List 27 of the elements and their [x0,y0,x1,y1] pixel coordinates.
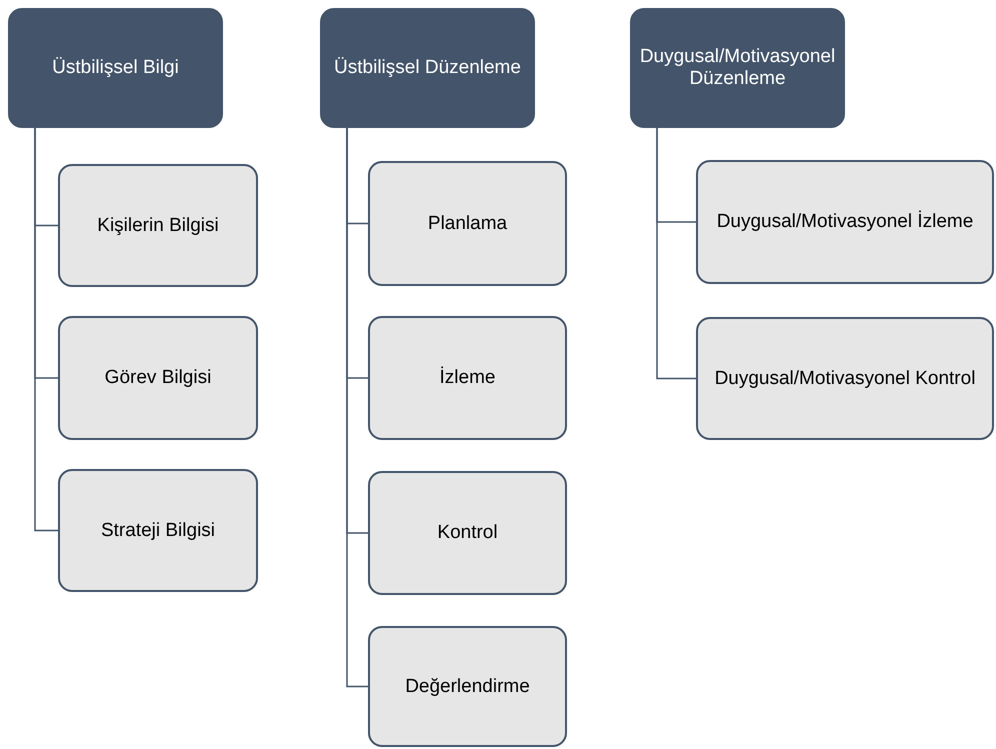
subcategory-box [368,471,567,595]
node-label: Kontrol [437,522,498,544]
category-header-box [320,8,535,128]
node-label: Üstbilişsel Düzenleme [334,57,521,79]
category-header-box [8,8,223,128]
connector-line [346,128,368,688]
node-label: Strateji Bilgisi [100,520,216,542]
connector-line [34,128,58,532]
node-label: Üstbilişsel Bilgi [52,57,179,79]
subcategory-box [368,161,567,286]
category-header-box [630,8,845,128]
node-label: İzleme [440,367,496,389]
node-label: Değerlendirme [405,676,530,698]
subcategory-box [58,469,258,592]
subcategory-box [58,164,258,287]
subcategory-box [368,626,567,747]
node-label: Planlama [428,212,508,234]
subcategory-box [368,316,567,440]
node-label: Duygusal/Motivasyonel Düzenleme [638,46,836,90]
subcategory-box [696,317,994,440]
node-label: Duygusal/Motivasyonel İzleme [716,211,974,233]
subcategory-box [58,316,258,440]
node-label: Görev Bilgisi [104,367,212,389]
node-label: Kişilerin Bilgisi [97,214,219,236]
connector-line [656,128,696,380]
node-label: Duygusal/Motivasyonel Kontrol [714,368,976,390]
subcategory-box [696,160,994,284]
